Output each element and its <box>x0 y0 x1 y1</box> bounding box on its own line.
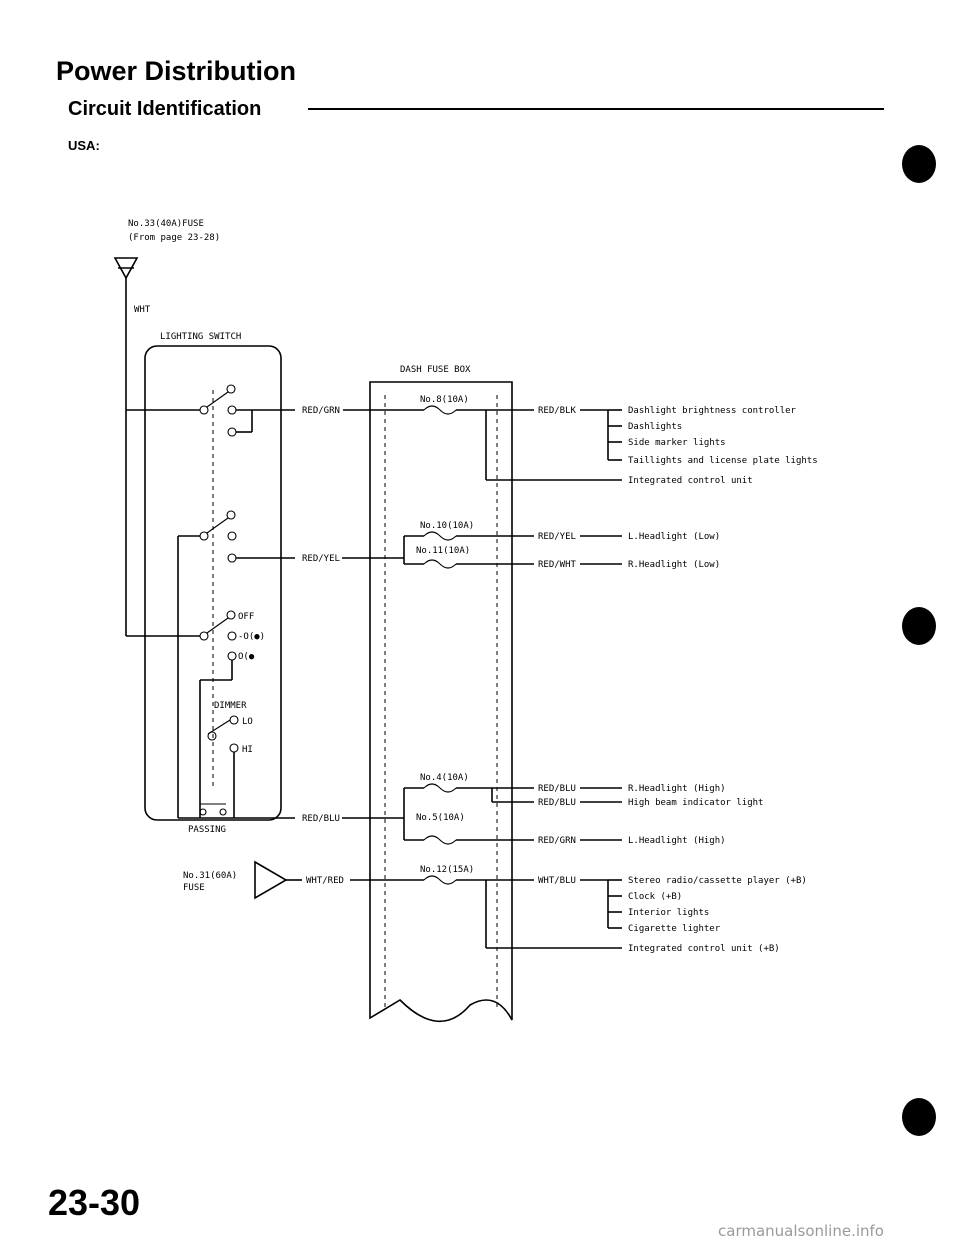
wire-red-yel-out: RED/YEL <box>538 532 576 542</box>
load-icu: Integrated control unit <box>628 476 753 486</box>
load-r-headlight-high: R.Headlight (High) <box>628 784 726 794</box>
wire-wht-red: WHT/RED <box>306 876 344 886</box>
load-side-marker: Side marker lights <box>628 438 726 448</box>
binder-hole-2 <box>902 607 936 645</box>
fuse31-fuse-label: FUSE <box>183 883 205 893</box>
load-r-headlight-low: R.Headlight (Low) <box>628 560 720 570</box>
dash-fuse-box-label: DASH FUSE BOX <box>400 365 471 375</box>
page-title: Power Distribution <box>56 56 297 86</box>
section-subtitle: Circuit Identification <box>68 98 262 120</box>
lighting-switch-box <box>144 345 282 821</box>
switch-off-label: OFF <box>238 612 254 622</box>
switch-park-label: O(● <box>238 652 255 662</box>
load-stereo: Stereo radio/cassette player (+B) <box>628 876 807 886</box>
binder-hole-3 <box>902 1098 936 1136</box>
wire-wht-blu: WHT/BLU <box>538 876 576 886</box>
source-fuse-label: No.33(40A)FUSE <box>128 219 204 229</box>
dimmer-lo-label: LO <box>242 717 253 727</box>
binder-hole-1 <box>902 145 936 183</box>
passing-label: PASSING <box>188 825 226 835</box>
fuse-4-label: No.4(10A) <box>420 773 469 783</box>
fuse-source-symbol <box>113 257 139 280</box>
source-fuse-page-ref: (From page 23-28) <box>128 233 220 243</box>
source-wire-label: WHT <box>134 305 151 315</box>
load-high-beam-indicator: High beam indicator light <box>628 798 763 808</box>
region-label: USA: <box>68 138 100 153</box>
wire-red-blk: RED/BLK <box>538 406 577 416</box>
dash-fuse-box <box>369 381 513 1023</box>
fuse-8-label: No.8(10A) <box>420 395 469 405</box>
wire-red-grn: RED/GRN <box>302 406 340 416</box>
load-interior-lights: Interior lights <box>628 908 709 918</box>
fuse-11-label: No.11(10A) <box>416 546 470 556</box>
load-clock: Clock (+B) <box>628 892 682 902</box>
watermark-text: carmanualsonline.info <box>718 1222 884 1240</box>
load-cigarette-lighter: Cigarette lighter <box>628 924 721 934</box>
wire-red-blu-1: RED/BLU <box>538 784 576 794</box>
load-l-headlight-high: L.Headlight (High) <box>628 836 726 846</box>
load-icu-b: Integrated control unit (+B) <box>628 944 780 954</box>
load-taillights: Taillights and license plate lights <box>628 456 818 466</box>
fuse31-label: No.31(60A) <box>183 871 237 881</box>
wire-red-blu: RED/BLU <box>302 814 340 824</box>
dimmer-label: DIMMER <box>214 701 247 711</box>
wire-red-grn-out: RED/GRN <box>538 836 576 846</box>
switch-on-label: -O(●) <box>238 632 265 642</box>
fuse-12-label: No.12(15A) <box>420 865 474 875</box>
wire-red-blu-2: RED/BLU <box>538 798 576 808</box>
title-rule <box>308 108 884 110</box>
load-dashlights: Dashlights <box>628 422 682 432</box>
load-l-headlight-low: L.Headlight (Low) <box>628 532 720 542</box>
wire-red-yel: RED/YEL <box>302 554 340 564</box>
page-number: 23-30 <box>48 1182 141 1223</box>
fuse-5-label: No.5(10A) <box>416 813 465 823</box>
dimmer-hi-label: HI <box>242 745 253 755</box>
fuse31-symbol <box>254 860 288 900</box>
lighting-switch-label: LIGHTING SWITCH <box>160 332 241 342</box>
fuse-10-label: No.10(10A) <box>420 521 474 531</box>
load-dashlight-controller: Dashlight brightness controller <box>628 406 797 416</box>
wire-red-wht: RED/WHT <box>538 560 577 570</box>
